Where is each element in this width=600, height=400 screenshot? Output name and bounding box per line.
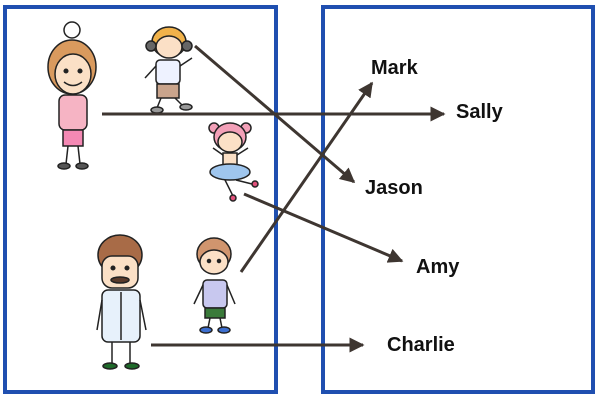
name-label-mark: Mark	[371, 57, 418, 79]
matching-arrows	[102, 44, 446, 353]
arrow-headphone-boy-to-jason	[194, 44, 356, 184]
man-with-mustache-figure	[96, 234, 147, 370]
small-boy-figure	[193, 237, 236, 334]
right-panel-frame	[321, 5, 595, 394]
arrow-small-boy-to-mark	[239, 81, 374, 273]
left-panel-frame	[3, 5, 278, 394]
name-label-jason: Jason	[365, 177, 423, 199]
name-label-amy: Amy	[416, 256, 460, 278]
arrow-tutu-girl-to-amy	[243, 192, 404, 263]
woman-with-bun-figure	[47, 21, 97, 170]
name-label-sally: Sally	[456, 101, 503, 123]
boy-with-headphones-figure	[144, 26, 193, 114]
name-label-charlie: Charlie	[387, 334, 455, 356]
girl-in-tutu-figure	[208, 122, 259, 202]
